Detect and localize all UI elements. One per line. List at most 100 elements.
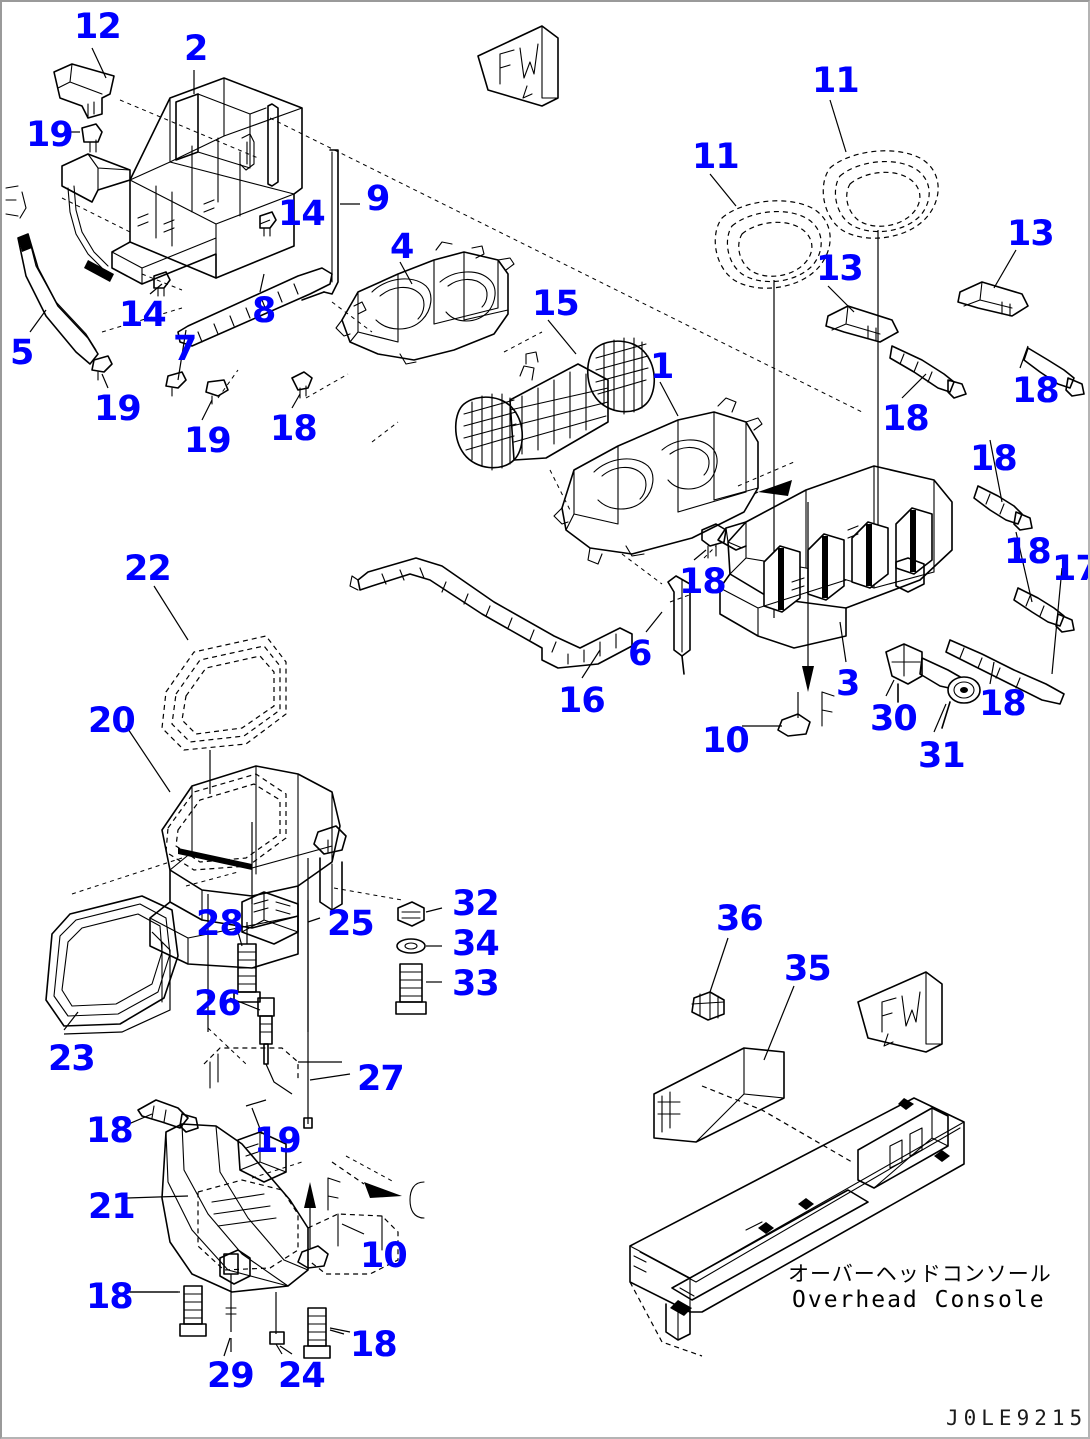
part-26-sensor <box>257 997 293 1095</box>
part-18-bolt-center <box>701 523 727 559</box>
callout-24[interactable]: 24 <box>278 1356 326 1396</box>
callout-18-i[interactable]: 18 <box>86 1277 134 1317</box>
callout-10-a[interactable]: 10 <box>702 721 750 761</box>
callout-19-b[interactable]: 19 <box>94 389 142 429</box>
callout-7[interactable]: 7 <box>173 329 197 369</box>
part-19-clip-lower <box>245 1099 267 1107</box>
callout-20[interactable]: 20 <box>88 701 136 741</box>
callout-1[interactable]: 1 <box>650 347 674 387</box>
part-4-scroll-housing <box>335 241 515 365</box>
part-31-grommet <box>919 657 981 729</box>
part-30-bracket <box>885 643 923 703</box>
callout-19-c[interactable]: 19 <box>184 421 232 461</box>
fwd-marker-top-art <box>477 25 559 107</box>
part-36-clip <box>691 991 725 1021</box>
callout-21[interactable]: 21 <box>88 1187 136 1227</box>
part-19-clip-b <box>205 379 229 405</box>
part-8-hose <box>177 267 333 347</box>
callout-18-f[interactable]: 18 <box>679 562 727 602</box>
callout-29[interactable]: 29 <box>207 1356 255 1396</box>
callout-13-a[interactable]: 13 <box>1007 214 1055 254</box>
part-18-bolt-ll2 <box>130 1285 207 1337</box>
callout-9[interactable]: 9 <box>366 179 390 219</box>
overhead-console-panel <box>629 1097 965 1357</box>
part-18-bolt-r3 <box>973 485 1033 531</box>
part-18-bolt-r4 <box>1013 587 1075 633</box>
callout-14-b[interactable]: 14 <box>119 295 167 335</box>
part-18-bolt-r1 <box>889 345 967 399</box>
leader-lines <box>29 47 1063 1357</box>
callout-18-g[interactable]: 18 <box>979 684 1027 724</box>
callout-3[interactable]: 3 <box>836 664 860 704</box>
part-34-washer <box>396 938 426 954</box>
callout-30[interactable]: 30 <box>870 699 918 739</box>
callout-33[interactable]: 33 <box>452 964 500 1004</box>
part-16-hose <box>349 557 633 669</box>
part-28-stud <box>233 922 261 1003</box>
part-5-detail <box>5 185 114 282</box>
part-1-evaporator-case <box>553 397 763 565</box>
callout-11-a[interactable]: 11 <box>812 61 860 101</box>
callout-19-a[interactable]: 19 <box>26 115 74 155</box>
part-27-frame-rail <box>203 1047 342 1089</box>
part-19-clip-c <box>81 123 103 153</box>
callout-25[interactable]: 25 <box>327 904 375 944</box>
callout-2[interactable]: 2 <box>184 29 208 69</box>
console-title-english: Overhead Console <box>792 1287 1046 1313</box>
part-13-clip-center <box>825 305 899 343</box>
section-b-right-art <box>821 691 835 727</box>
part-11-seal-ring-right <box>822 150 939 562</box>
callout-28[interactable]: 28 <box>196 904 244 944</box>
part-3-duct-manifold <box>717 465 953 649</box>
part-18-bolt-upper-left <box>291 371 313 399</box>
callout-18-e[interactable]: 18 <box>1004 532 1052 572</box>
section-a-arrow <box>753 480 792 496</box>
part-29-screw <box>223 1253 239 1352</box>
callout-6[interactable]: 6 <box>628 634 652 674</box>
part-19-clip-a <box>91 355 113 381</box>
callout-8[interactable]: 8 <box>252 291 276 331</box>
callout-18-b[interactable]: 18 <box>1012 371 1060 411</box>
callout-11-b[interactable]: 11 <box>692 137 740 177</box>
callout-18-h[interactable]: 18 <box>86 1111 134 1151</box>
part-17-rod <box>945 639 1065 705</box>
callout-35[interactable]: 35 <box>784 949 832 989</box>
callout-23[interactable]: 23 <box>48 1039 96 1079</box>
callout-14-a[interactable]: 14 <box>278 194 326 234</box>
callout-31[interactable]: 31 <box>918 736 966 776</box>
section-b-left-art <box>327 1177 341 1211</box>
callout-32[interactable]: 32 <box>452 884 500 924</box>
part-2-blower-case <box>61 77 303 285</box>
callout-16[interactable]: 16 <box>558 681 606 721</box>
part-13-clip-right <box>957 281 1029 317</box>
callout-18-a[interactable]: 18 <box>270 409 318 449</box>
part-18-bolt-r2 <box>1023 347 1085 397</box>
callout-12[interactable]: 12 <box>74 7 122 47</box>
callout-4[interactable]: 4 <box>390 227 414 267</box>
part-15-blower-motor <box>454 337 656 471</box>
callout-18-d[interactable]: 18 <box>970 439 1018 479</box>
console-title-japanese: オーバーヘッドコンソール <box>788 1262 1052 1286</box>
callout-5[interactable]: 5 <box>10 333 34 373</box>
projection-lines <box>61 99 863 1183</box>
drawing-number: J0LE9215 <box>946 1406 1088 1430</box>
part-14-clip-a <box>259 211 277 237</box>
callout-27[interactable]: 27 <box>357 1059 405 1099</box>
part-32-nut <box>397 901 425 927</box>
callout-26[interactable]: 26 <box>194 984 242 1024</box>
part-22-seal-ring <box>161 635 287 794</box>
callout-22[interactable]: 22 <box>124 549 172 589</box>
callout-18-j[interactable]: 18 <box>350 1325 398 1365</box>
callout-13-b[interactable]: 13 <box>816 249 864 289</box>
callout-19-d[interactable]: 19 <box>254 1121 302 1161</box>
callout-36[interactable]: 36 <box>716 899 764 939</box>
callout-17[interactable]: 17 <box>1052 549 1088 589</box>
part-35-console-cover <box>653 1047 853 1163</box>
callout-15[interactable]: 15 <box>532 284 580 324</box>
callout-34[interactable]: 34 <box>452 924 500 964</box>
callout-10-b[interactable]: 10 <box>360 1236 408 1276</box>
part-10-pin-right <box>777 502 814 737</box>
part-18-bolt-ll3 <box>303 1307 351 1359</box>
callout-18-c[interactable]: 18 <box>882 399 930 439</box>
